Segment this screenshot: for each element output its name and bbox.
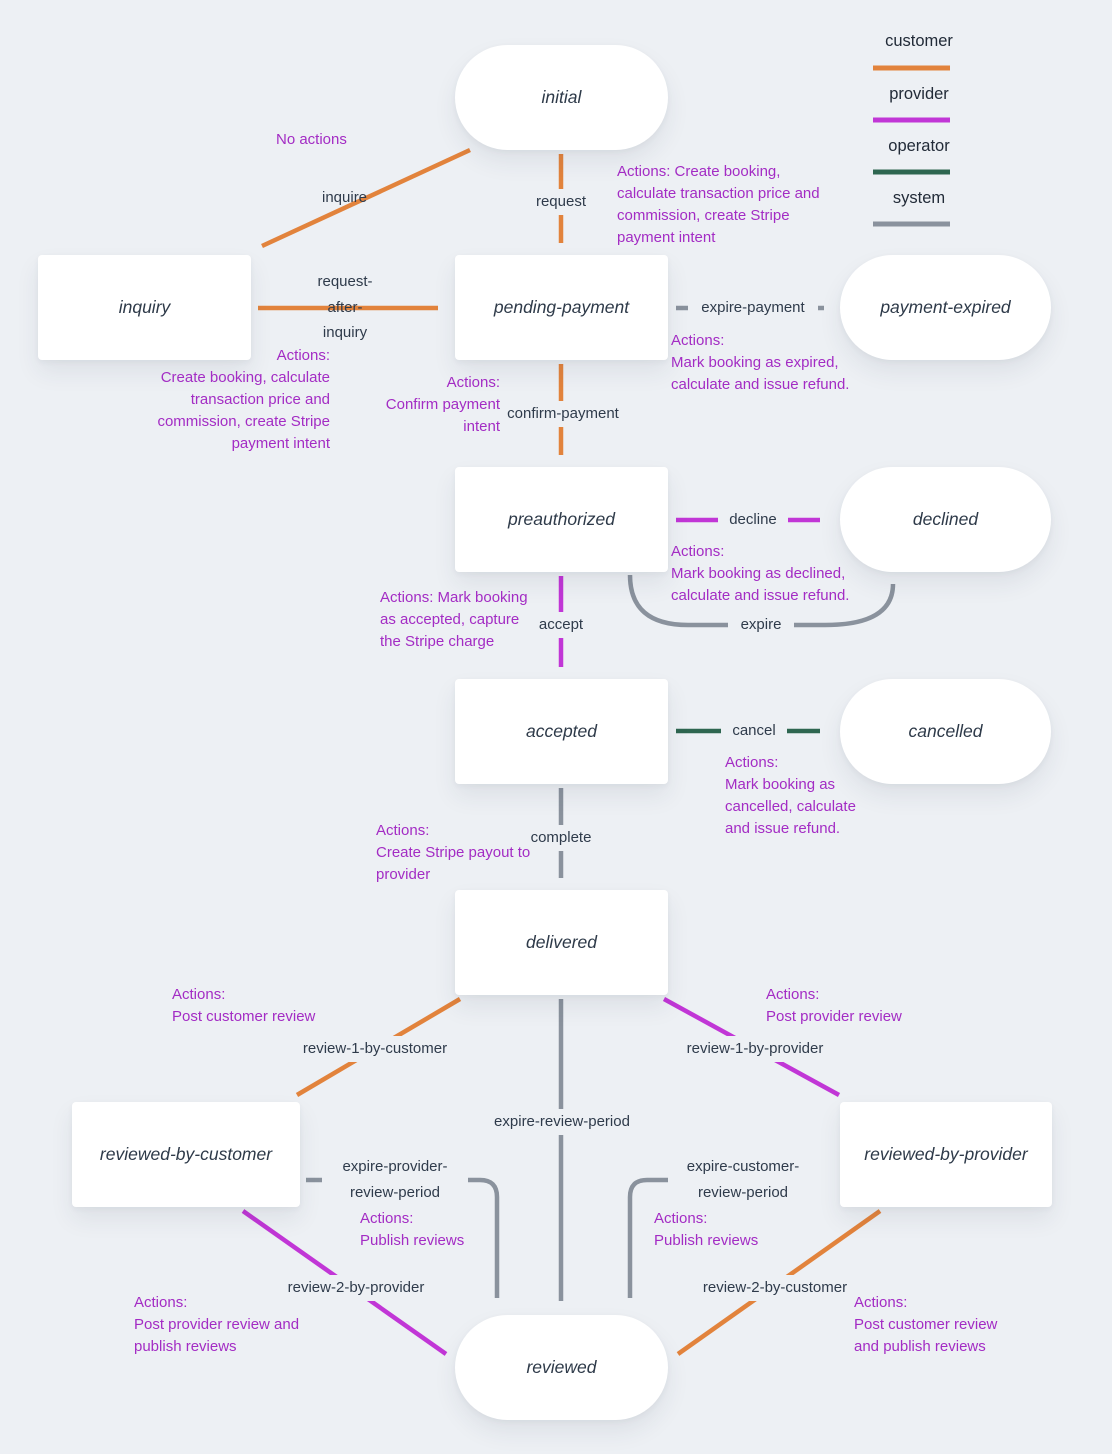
action-note-expire-provider-review-period: Actions: Publish reviews (360, 1210, 465, 1250)
state-cancelled: cancelled (840, 679, 1051, 784)
state-delivered-label: delivered (525, 932, 598, 952)
transition-label-decline: decline (718, 507, 788, 533)
action-note-request-after-inquiry: Actions: Create booking, calculate trans… (157, 347, 330, 453)
legend-label-customer: customer (885, 32, 953, 50)
transition-label-confirm-payment: confirm-payment (499, 401, 627, 427)
transition-label-review-2-by-customer: review-2-by-customer (692, 1275, 858, 1301)
transition-label-expire-review-period: expire-review-period (482, 1109, 642, 1135)
transition-label-review-1-by-provider: review-1-by-provider (674, 1036, 836, 1062)
state-pending-payment-label: pending-payment (493, 297, 630, 317)
edge-inquire (261, 147, 471, 249)
state-initial-label: initial (541, 87, 582, 107)
action-note-review-2-by-provider: Actions: Post provider review and publis… (134, 1294, 300, 1356)
transition-label-expire-payment: expire-payment (688, 295, 818, 321)
state-declined: declined (840, 467, 1051, 572)
action-note-review-1-by-customer: Actions: Post customer review (172, 986, 316, 1026)
state-payment-expired-label: payment-expired (880, 297, 1011, 317)
transition-label-cancel: cancel (721, 718, 787, 744)
action-note-decline: Actions: Mark booking as declined, calcu… (671, 543, 850, 605)
action-note-confirm-payment: Actions: Confirm payment intent (385, 374, 500, 436)
action-note-expire-payment: Actions: Mark booking as expired, calcul… (671, 332, 850, 394)
state-payment-expired: payment-expired (840, 255, 1051, 360)
state-reviewed-label: reviewed (526, 1357, 597, 1377)
transition-label-expire-customer-review-period: expire-customer- review-period (668, 1154, 818, 1205)
state-reviewed-by-provider-label: reviewed-by-provider (864, 1144, 1028, 1164)
state-accepted: accepted (455, 679, 668, 784)
transition-label-accept: accept (527, 612, 595, 638)
state-reviewed-by-provider: reviewed-by-provider (840, 1102, 1052, 1207)
edge-expire-customer-review-period (627, 1177, 818, 1298)
action-note-complete: Actions: Create Stripe payout to provide… (376, 822, 531, 884)
legend-label-provider: provider (889, 85, 949, 103)
state-accepted-label: accepted (525, 721, 598, 741)
transition-label-request: request (511, 189, 611, 215)
transition-label-inquire: inquire (322, 189, 368, 206)
action-note-expire-customer-review-period: Actions: Publish reviews (654, 1210, 759, 1250)
transition-label-review-2-by-provider: review-2-by-provider (276, 1275, 436, 1301)
state-pending-payment: pending-payment (455, 255, 668, 360)
state-initial: initial (455, 45, 668, 150)
state-preauthorized: preauthorized (455, 467, 668, 572)
transition-label-complete: complete (516, 825, 606, 851)
state-inquiry-label: inquiry (118, 297, 171, 317)
action-note-review-2-by-customer: Actions: Post customer review and publis… (854, 1294, 998, 1356)
state-cancelled-label: cancelled (908, 721, 983, 741)
transition-label-expire: expire (728, 612, 794, 638)
action-note-review-1-by-provider: Actions: Post provider review (766, 986, 902, 1026)
action-note-accept: Actions: Mark booking as accepted, captu… (380, 589, 528, 651)
state-preauthorized-label: preauthorized (507, 509, 616, 529)
state-reviewed-by-customer: reviewed-by-customer (72, 1102, 300, 1207)
state-inquiry: inquiry (38, 255, 251, 360)
state-reviewed: reviewed (455, 1315, 668, 1420)
state-declined-label: declined (912, 509, 979, 529)
state-reviewed-by-customer-label: reviewed-by-customer (99, 1144, 273, 1164)
action-note-cancel: Actions: Mark booking as cancelled, calc… (725, 754, 856, 838)
transition-label-request-after-inquiry: request- after- inquiry (317, 273, 373, 341)
legend-label-system: system (892, 189, 946, 207)
edge-expire-provider-review-period (306, 1177, 500, 1298)
action-note-request: Actions: Create booking, calculate trans… (617, 163, 820, 247)
state-delivered: delivered (455, 890, 668, 995)
transition-label-expire-provider-review-period: expire-provider- review-period (322, 1154, 468, 1205)
transition-label-review-1-by-customer: review-1-by-customer (290, 1036, 460, 1062)
action-note-no-actions: No actions (276, 131, 347, 148)
legend-label-operator: operator (888, 137, 950, 155)
